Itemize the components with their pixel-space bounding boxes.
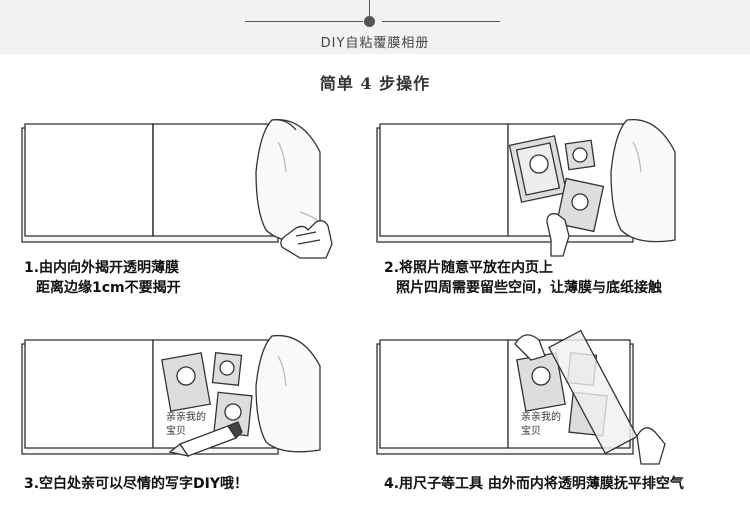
header-divider-right	[382, 21, 500, 22]
step-3-illustration: 亲亲我的 宝贝	[20, 326, 340, 471]
handwriting-line1: 亲亲我的	[166, 410, 206, 423]
handwriting-line1-step4: 亲亲我的	[521, 410, 561, 423]
step-2-caption: 2.将照片随意平放在内页上 照片四周需要留些空间，让薄膜与底纸接触	[384, 258, 662, 298]
step-3-line1: 3.空白处亲可以尽情的写字DIY哦！	[24, 476, 249, 492]
step-3-caption: 3.空白处亲可以尽情的写字DIY哦！	[24, 474, 248, 494]
step-2-illustration	[375, 112, 705, 262]
steps-subtitle: 简单 4 步操作	[319, 74, 431, 93]
step-4-caption: 4.用尺子等工具 由外而内将透明薄膜抚平排空气	[384, 474, 684, 494]
step-4-line1: 4.用尺子等工具 由外而内将透明薄膜抚平排空气	[384, 476, 684, 492]
step-1-illustration	[20, 112, 340, 262]
header-ornament-stem	[369, 0, 370, 17]
step-1-line2: 距离边缘1cm不要揭开	[36, 280, 181, 296]
page-title: DIY自粘覆膜相册	[320, 36, 430, 51]
step-2-line2: 照片四周需要留些空间，让薄膜与底纸接触	[396, 280, 662, 296]
step-4-illustration: 亲亲我的 宝贝	[375, 326, 705, 471]
step-1-line1: 1.由内向外揭开透明薄膜	[24, 260, 180, 276]
header-divider-left	[245, 21, 363, 22]
step-2-line1: 2.将照片随意平放在内页上	[384, 260, 554, 276]
step-1-caption: 1.由内向外揭开透明薄膜 距离边缘1cm不要揭开	[24, 258, 181, 298]
header-band	[0, 0, 750, 54]
handwriting-line2-step4: 宝贝	[521, 424, 541, 437]
header-ornament-dot	[364, 16, 375, 27]
handwriting-line2: 宝贝	[166, 424, 186, 437]
